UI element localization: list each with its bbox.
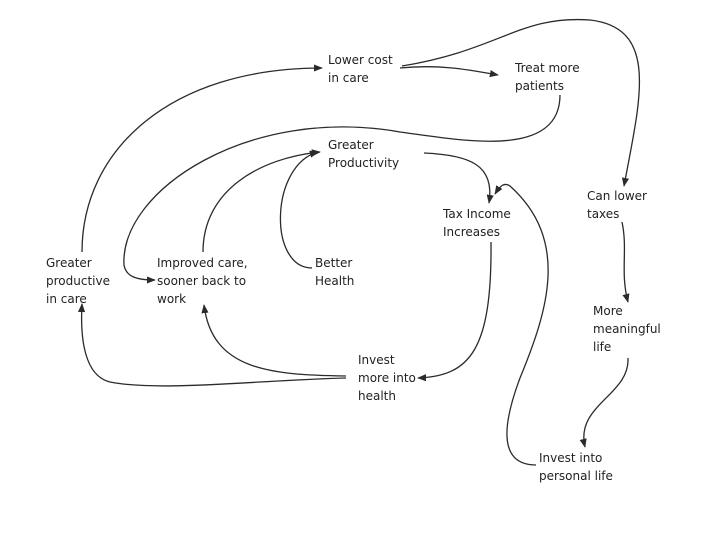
node-treat-more: Treat more patients xyxy=(514,61,583,93)
node-line: in care xyxy=(328,71,369,85)
edge-greater-productive-care-to-lower-cost xyxy=(81,64,323,253)
node-line: Can lower xyxy=(587,189,647,203)
node-line: taxes xyxy=(587,207,619,221)
edge-more-meaningful-to-invest-personal xyxy=(579,357,629,448)
edge-treat-more-to-improved-care xyxy=(123,94,561,284)
node-greater-productivity: Greater Productivity xyxy=(328,138,399,170)
node-line: productive xyxy=(46,274,110,288)
node-line: Lower cost xyxy=(328,53,393,67)
node-line: Productivity xyxy=(328,156,399,170)
edges xyxy=(77,18,641,466)
node-line: Invest into xyxy=(539,451,602,465)
node-line: patients xyxy=(515,79,564,93)
edge-can-lower-taxes-to-more-meaningful xyxy=(621,221,630,303)
node-invest-health: Invest more into health xyxy=(358,353,420,403)
node-greater-productive-care: Greater productive in care xyxy=(46,256,114,306)
node-line: More xyxy=(593,304,623,318)
node-tax-income: Tax Income Increases xyxy=(442,207,515,239)
edge-invest-health-to-improved-care xyxy=(201,304,347,377)
node-line: Health xyxy=(315,274,354,288)
node-more-meaningful: More meaningful life xyxy=(593,304,665,354)
node-line: health xyxy=(358,389,396,403)
node-line: Better xyxy=(315,256,352,270)
node-lower-cost: Lower cost in care xyxy=(328,53,397,85)
node-line: in care xyxy=(46,292,87,306)
edge-lower-cost-to-treat-more xyxy=(399,66,499,78)
node-can-lower-taxes: Can lower taxes xyxy=(587,189,651,221)
node-line: Greater xyxy=(46,256,92,270)
edge-lower-cost-to-can-lower-taxes xyxy=(401,18,641,187)
node-improved-care: Improved care, sooner back to work xyxy=(157,256,251,306)
node-line: Increases xyxy=(443,225,500,239)
edge-tax-income-to-invest-health xyxy=(417,241,492,382)
node-line: Treat more xyxy=(514,61,580,75)
edge-better-health-to-greater-productivity xyxy=(279,150,319,269)
node-invest-personal: Invest into personal life xyxy=(539,451,613,483)
node-line: Tax Income xyxy=(442,207,511,221)
node-line: meaningful xyxy=(593,322,661,336)
node-line: more into xyxy=(358,371,416,385)
node-line: personal life xyxy=(539,469,613,483)
node-better-health: Better Health xyxy=(315,256,356,288)
node-line: sooner back to xyxy=(157,274,246,288)
node-line: life xyxy=(593,340,611,354)
edge-greater-productivity-to-tax-income xyxy=(423,152,494,204)
node-line: Improved care, xyxy=(157,256,248,270)
edge-invest-health-to-greater-productive-care xyxy=(77,303,347,387)
node-line: Greater xyxy=(328,138,374,152)
nodes: Lower cost in care Treat more patients G… xyxy=(46,53,665,483)
node-line: work xyxy=(157,292,186,306)
node-line: Invest xyxy=(358,353,395,367)
edge-invest-personal-to-tax-income xyxy=(494,183,549,466)
edge-improved-care-to-greater-productivity xyxy=(202,149,321,253)
